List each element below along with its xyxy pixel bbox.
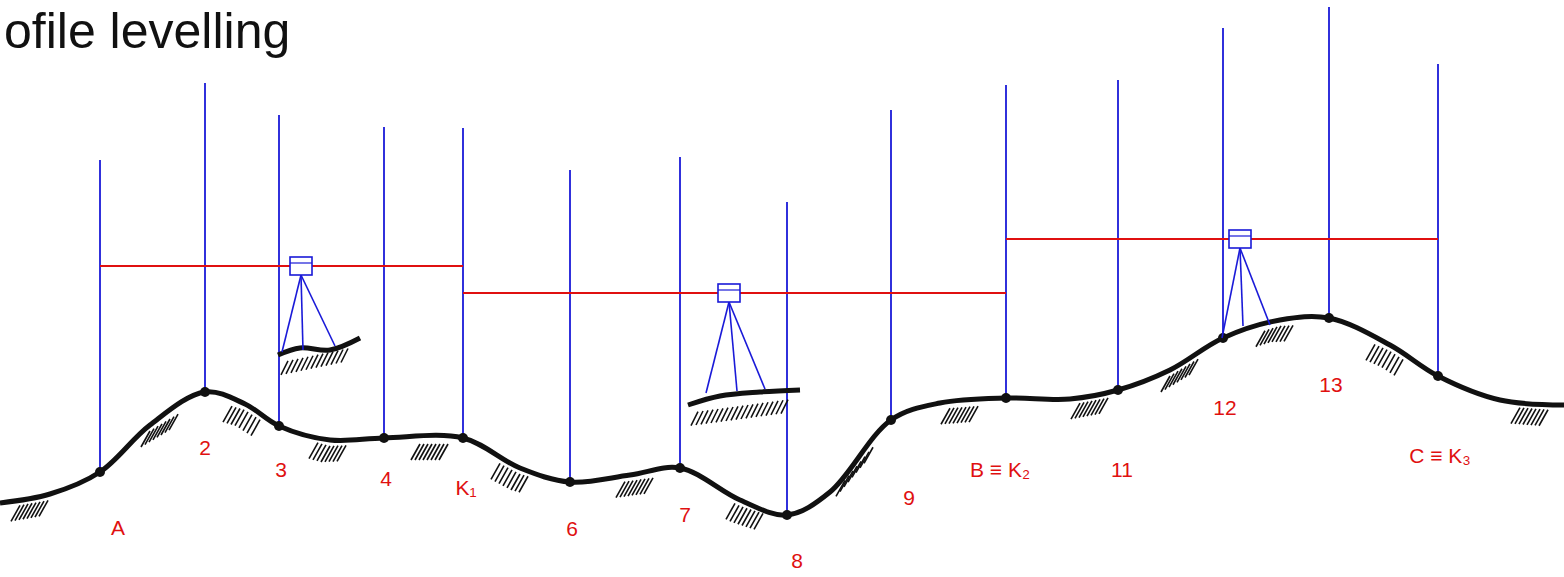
point-label: 3 [275,459,287,480]
level-instrument [688,284,800,426]
point-label: 11 [1111,459,1133,480]
point-label: 12 [1213,397,1236,418]
levelling-staffs [100,7,1438,515]
point-label: K₁ [455,477,476,498]
point-label: A [111,517,125,538]
ground-hatching [11,325,1548,529]
staff-points [95,313,1443,520]
level-instrument [278,257,360,375]
point-label: 4 [380,468,392,489]
slide-title: ofile levelling [4,6,290,56]
level-instrument [1222,230,1270,338]
point-label: 8 [791,550,803,571]
point-label: C ≡ K₃ [1409,445,1471,466]
point-label: 7 [679,504,691,525]
point-label: B ≡ K₂ [970,459,1030,480]
point-label: 2 [199,437,211,458]
point-label: 13 [1319,374,1342,395]
ground-profile [0,316,1564,515]
point-label: 6 [566,518,578,539]
point-label: 9 [903,487,915,508]
